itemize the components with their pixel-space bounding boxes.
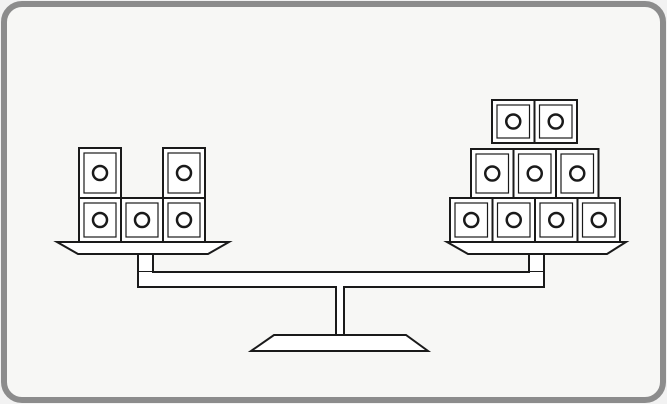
weight-block bbox=[163, 198, 205, 242]
balance-beam bbox=[138, 272, 544, 287]
stand-base bbox=[251, 335, 428, 351]
right-pan-support bbox=[529, 254, 544, 272]
left-pan bbox=[57, 242, 229, 254]
weight-block bbox=[121, 198, 163, 242]
weight-block bbox=[556, 149, 599, 198]
stand-post bbox=[336, 287, 344, 335]
weight-block bbox=[535, 100, 578, 143]
weight-block bbox=[492, 100, 535, 143]
weight-block bbox=[450, 198, 493, 242]
weight-block bbox=[79, 198, 121, 242]
weight-block bbox=[493, 198, 536, 242]
weight-block bbox=[163, 148, 205, 198]
left-pan-support bbox=[138, 254, 153, 272]
weight-block bbox=[578, 198, 621, 242]
weight-block bbox=[79, 148, 121, 198]
weight-block bbox=[471, 149, 514, 198]
right-pan bbox=[447, 242, 626, 254]
weight-block bbox=[535, 198, 578, 242]
weight-block bbox=[514, 149, 557, 198]
